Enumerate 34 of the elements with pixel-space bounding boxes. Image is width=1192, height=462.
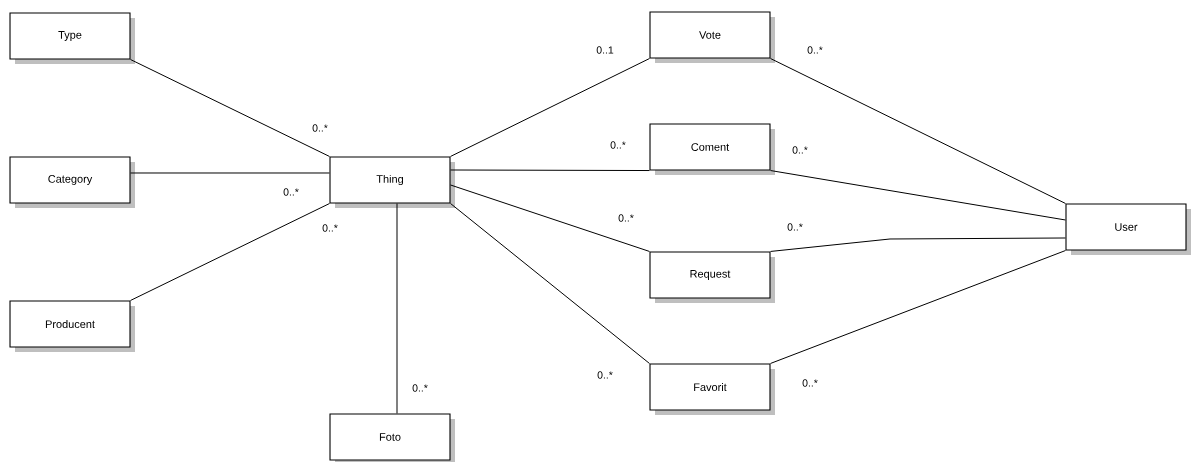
multiplicity-label: 0..* <box>597 371 613 379</box>
multiplicity-label: 0..* <box>792 146 808 154</box>
multiplicity-label: 0..* <box>412 384 428 392</box>
class-box: Producent <box>9 300 135 352</box>
multiplicity-label: 0..1 <box>596 46 614 54</box>
class-box: Vote <box>649 11 775 63</box>
class-box: Coment <box>649 123 775 175</box>
association-line <box>770 170 1066 221</box>
association-line <box>450 184 650 252</box>
multiplicity-label: 0..* <box>618 214 634 222</box>
multiplicity-label: 0..* <box>787 223 803 231</box>
class-box: Thing <box>329 156 455 208</box>
association-line <box>130 203 330 301</box>
multiplicity-label: 0..* <box>312 124 328 132</box>
class-box: Foto <box>329 413 455 462</box>
class-box: Request <box>649 251 775 303</box>
class-box: Favorit <box>649 363 775 415</box>
class-box: Category <box>9 156 135 208</box>
association-line <box>130 59 330 157</box>
multiplicity-label: 0..* <box>322 224 338 232</box>
multiplicity-label: 0..* <box>807 46 823 54</box>
association-line <box>770 237 1066 252</box>
association-line <box>450 203 650 364</box>
association-line <box>770 58 1066 204</box>
association-line <box>450 169 650 172</box>
multiplicity-label: 0..* <box>802 379 818 387</box>
association-line <box>770 250 1066 364</box>
multiplicity-label: 0..* <box>610 141 626 149</box>
class-box: Type <box>9 12 135 64</box>
association-line <box>450 58 650 157</box>
class-box: User <box>1065 203 1191 255</box>
multiplicity-label: 0..* <box>283 188 299 196</box>
association-line <box>396 203 398 414</box>
association-line <box>130 172 330 174</box>
